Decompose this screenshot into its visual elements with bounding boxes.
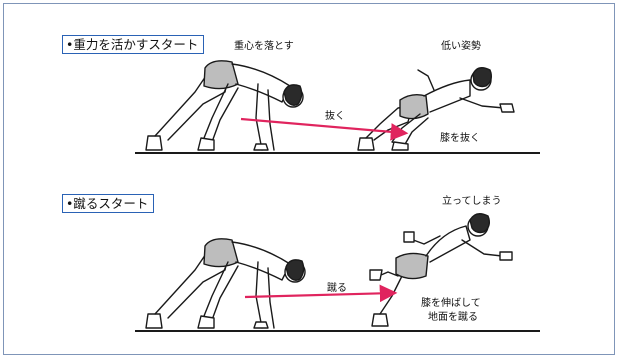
label-low-posture: 低い姿勢: [441, 41, 481, 52]
label-kick: 蹴る: [327, 283, 347, 294]
runner-set-position-figure-2: [145, 238, 306, 329]
arrow-kick: [244, 284, 398, 303]
label-stand-up: 立ってしまう: [442, 196, 502, 207]
label-pull: 抜く: [325, 111, 345, 122]
arrow-pull: [240, 117, 409, 141]
label-knee-pull: 膝を抜く: [440, 133, 480, 144]
runner-set-position-figure: [145, 60, 304, 151]
section-title-gravity-start: •重力を活かすスタート: [62, 35, 205, 54]
section-title-kick-start: •蹴るスタート: [62, 194, 155, 213]
runner-low-posture-figure: [357, 67, 515, 151]
runner-upright-figure: [369, 213, 513, 327]
label-knee-extend-2: 地面を蹴る: [428, 312, 478, 323]
label-center-drop: 重心を落とす: [234, 41, 294, 52]
label-knee-extend-1: 膝を伸ばして: [421, 298, 481, 309]
